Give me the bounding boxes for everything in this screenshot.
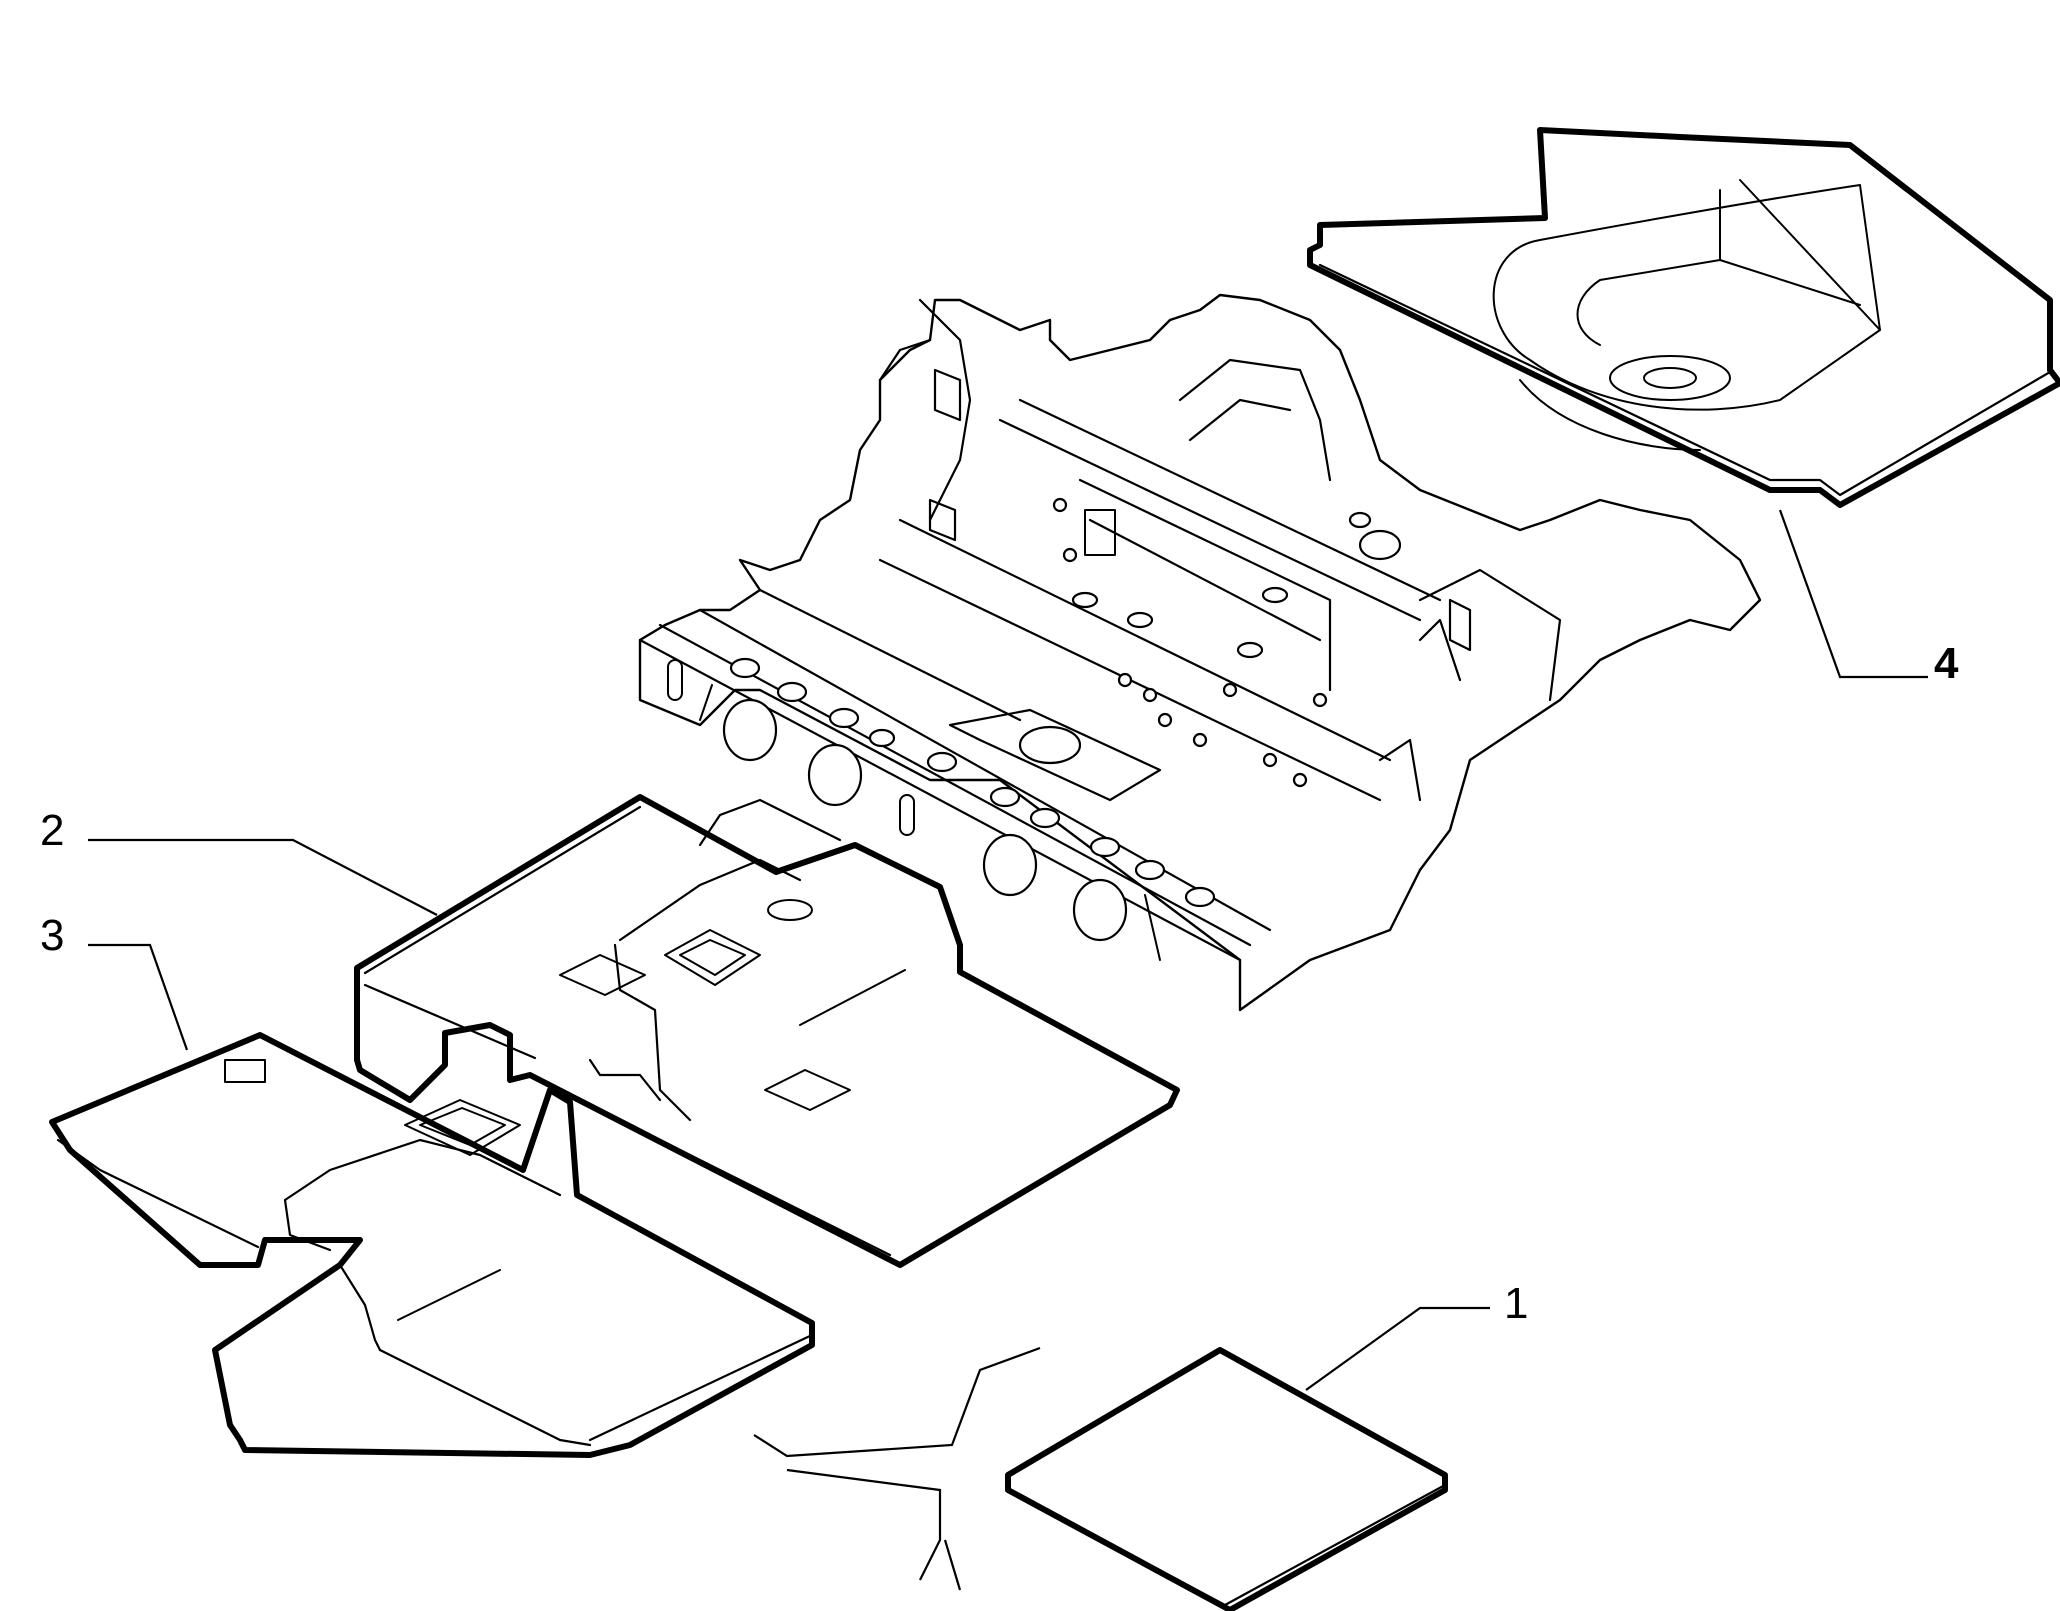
- floor-pan-frame: [638, 293, 1762, 1012]
- part-2-front-floor-mat: [354, 794, 1180, 1268]
- part-3-rear-floor-mat: [49, 1032, 815, 1458]
- callout-1: 1: [1504, 1279, 1528, 1328]
- callout-4: 4: [1934, 639, 1959, 688]
- part-4-trunk-mat: [1307, 127, 2060, 508]
- leader-lines: [88, 509, 1928, 1591]
- callout-3: 3: [40, 911, 64, 960]
- part-1-flat-panel: [1005, 1347, 1448, 1611]
- callout-2: 2: [40, 806, 64, 855]
- callout-labels: 1 2 3 4: [40, 639, 1959, 1328]
